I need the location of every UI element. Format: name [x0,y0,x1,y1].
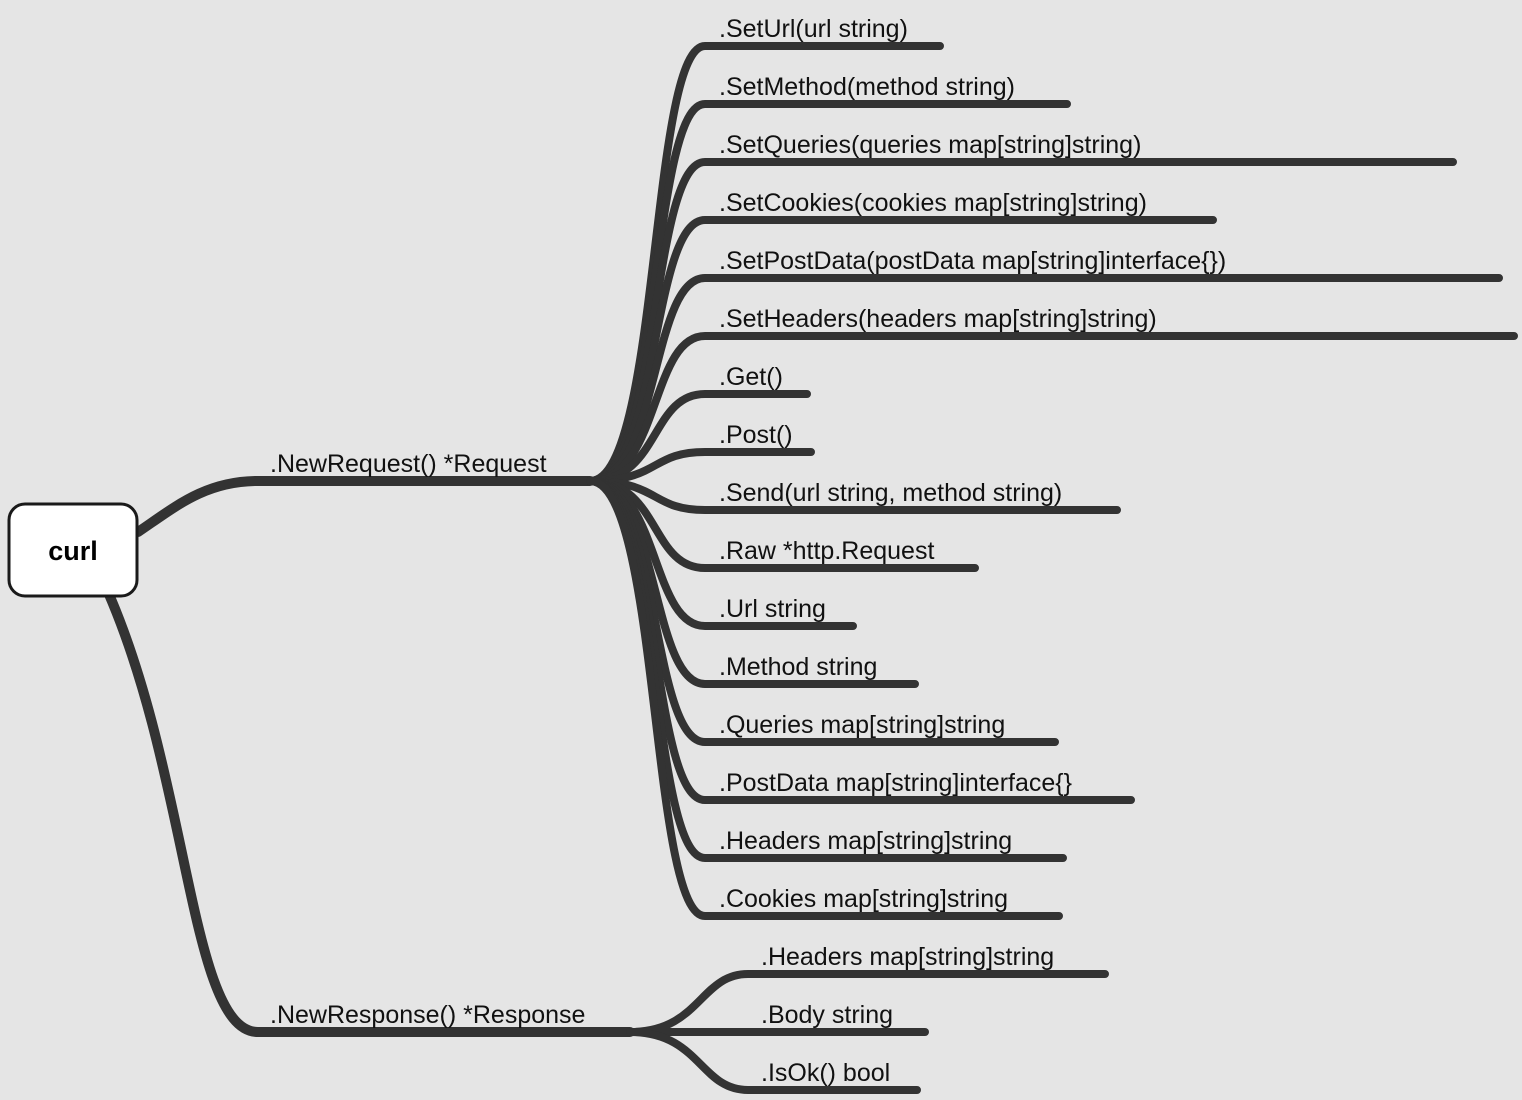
request-child-label[interactable]: .PostData map[string]interface{} [719,769,1072,797]
request-child-label[interactable]: .Raw *http.Request [719,537,934,565]
request-child-label[interactable]: .Url string [719,595,826,623]
request-child-label[interactable]: .Get() [719,363,783,391]
root-node-box [7,502,139,598]
request-child-label[interactable]: .SetCookies(cookies map[string]string) [719,189,1147,217]
edge-root-to-request [133,476,595,537]
root-node-label: curl [48,536,98,566]
request-child-label[interactable]: .SetPostData(postData map[string]interfa… [719,247,1226,275]
request-child-label[interactable]: .Queries map[string]string [719,711,1005,739]
request-child-label[interactable]: .Headers map[string]string [719,827,1012,855]
response-child-label[interactable]: .IsOk() bool [761,1059,890,1087]
edge-request-child-16 [586,477,1063,920]
edge-request-child-6 [586,332,1518,485]
request-child-label[interactable]: .SetUrl(url string) [719,15,908,43]
request-children: .SetUrl(url string) .SetMethod(method st… [719,15,1226,913]
branch-response-label[interactable]: .NewResponse() *Response [270,1001,585,1029]
root-node[interactable]: curl [7,502,139,598]
branch-request-label[interactable]: .NewRequest() *Request [270,450,547,478]
request-child-label[interactable]: .Method string [719,653,877,681]
edge-root-to-response [103,587,635,1037]
edge-response-child-3 [626,1028,921,1094]
request-child-label[interactable]: .SetMethod(method string) [719,73,1015,101]
response-children: .Headers map[string]string .Body string … [761,943,1054,1087]
request-child-label[interactable]: .SetQueries(queries map[string]string) [719,131,1141,159]
request-child-label[interactable]: .Cookies map[string]string [719,885,1008,913]
request-child-label[interactable]: .Post() [719,421,793,449]
request-children-edges [586,42,1518,920]
response-child-label[interactable]: .Body string [761,1001,893,1029]
request-child-label[interactable]: .SetHeaders(headers map[string]string) [719,305,1157,333]
response-child-label[interactable]: .Headers map[string]string [761,943,1054,971]
response-children-edges [626,970,1109,1094]
request-child-label[interactable]: .Send(url string, method string) [719,479,1062,507]
